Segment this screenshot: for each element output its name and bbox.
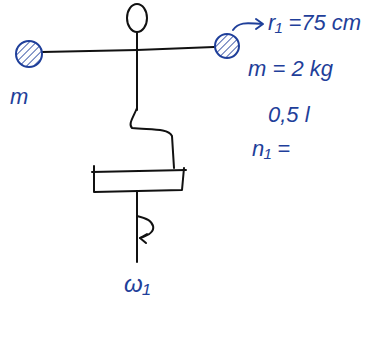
mass-right [215, 34, 239, 58]
annotation: m = 2 kg [248, 58, 333, 80]
rotation-arrowhead [140, 234, 147, 243]
head [127, 4, 147, 32]
annotation: 0,5 l [268, 104, 310, 126]
shaft [136, 191, 138, 262]
platform-top [92, 170, 186, 172]
leader-arrowhead [256, 19, 263, 29]
arms [42, 47, 214, 52]
body [136, 32, 138, 110]
annotation: n₁ = [252, 138, 290, 160]
platform [94, 166, 184, 192]
seat-line [131, 108, 174, 168]
annotation: m [10, 86, 28, 108]
annotation: r₁ =75 cm [268, 12, 361, 34]
annotation: ω₁ [124, 272, 150, 296]
mass-left [16, 41, 42, 67]
